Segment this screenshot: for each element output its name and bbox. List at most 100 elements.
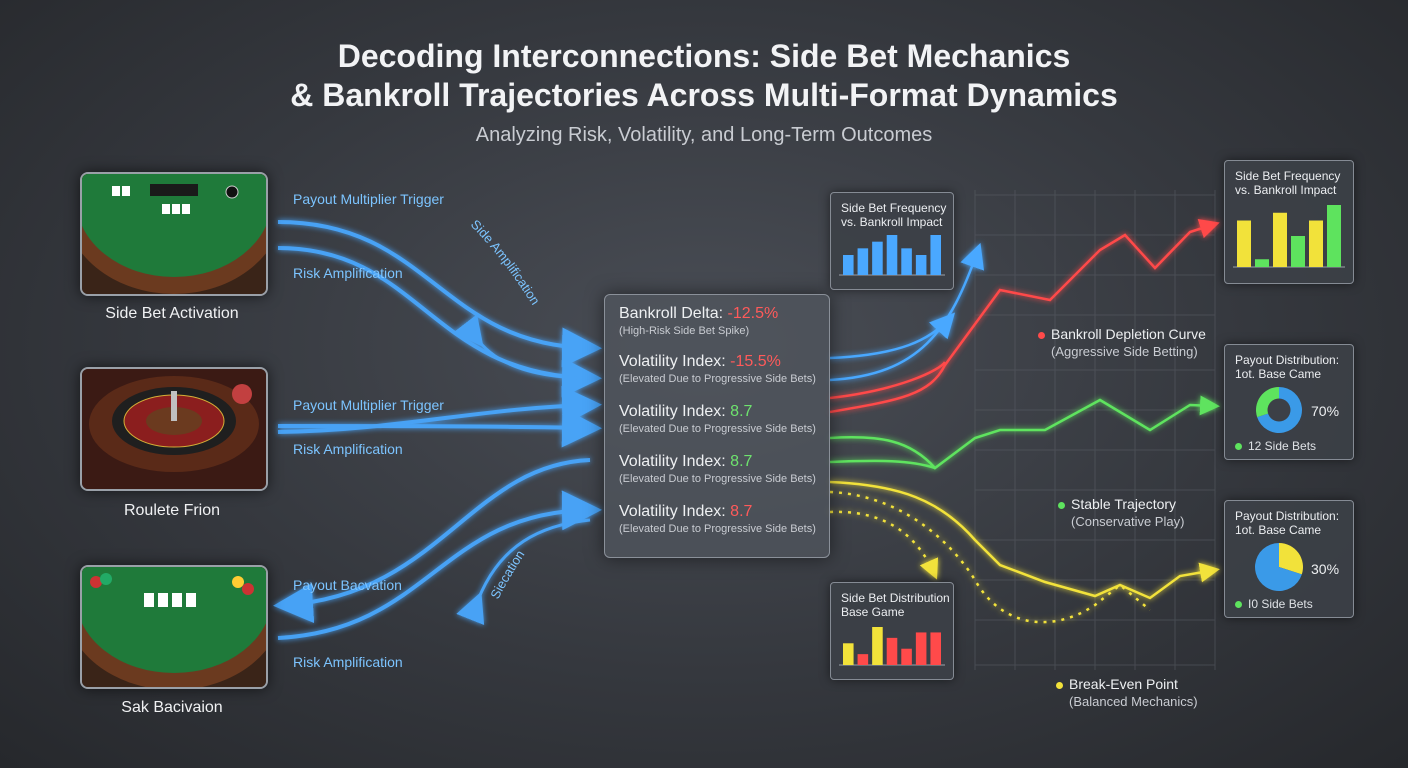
freq-card-left: Side Bet Frequency vs. Bankroll Impact	[830, 192, 954, 290]
metric-note: (Elevated Due to Progressive Side Bets)	[619, 423, 816, 435]
legend-dot	[1038, 331, 1045, 339]
flow-path	[277, 220, 602, 368]
bar	[915, 632, 927, 665]
output-flow-blue	[829, 312, 956, 360]
metric-label: Volatility Index:	[619, 353, 731, 370]
freq-bar-chart-left	[839, 235, 945, 276]
metric-value: -12.5%	[727, 305, 779, 322]
metrics-panel: Bankroll Delta: -12.5% (High-Risk Side B…	[604, 294, 830, 558]
page-subtitle: Analyzing Risk, Volatility, and Long-Ter…	[475, 124, 933, 146]
input-label-1: Side Bet Activation	[105, 305, 239, 322]
trajectory-grid	[974, 190, 1216, 670]
pie-slice	[1255, 543, 1302, 591]
flow-label: Risk Amplification	[293, 441, 403, 457]
blackjack-table-image	[80, 172, 268, 296]
metric-note: (Elevated Due to Progressive Side Bets)	[619, 523, 816, 535]
flow-label: Risk Amplification	[293, 265, 403, 281]
metric-value: -15.5%	[730, 353, 781, 370]
svg-text:Side Amplification: Side Amplification	[468, 217, 543, 308]
freq-card-left-title: Side Bet Frequency vs. Bankroll Impact	[841, 201, 947, 229]
payout-top-percent: 70%	[1311, 403, 1340, 419]
legend-dot	[1058, 501, 1065, 509]
payout-card-bottom-title: Payout Distribution: 1ot. Base Came	[1235, 509, 1340, 537]
output-flow-green	[829, 459, 936, 470]
metric-value: 8.7	[730, 453, 753, 470]
bar	[872, 241, 883, 275]
freq-card-right: Side Bet Frequency vs. Bankroll Impact	[1224, 160, 1354, 284]
metric-note: (Elevated Due to Progressive Side Bets)	[619, 473, 816, 485]
bar	[886, 235, 898, 275]
roulette-wheel-image	[80, 367, 268, 491]
payout-bottom-legend: I0 Side Bets	[1248, 597, 1313, 611]
freq-bar-chart-right	[1233, 205, 1345, 268]
page-title-line-2: & Bankroll Trajectories Across Multi-For…	[290, 77, 1118, 113]
bar	[843, 255, 854, 275]
trajectory-red-name: Bankroll Depletion Curve	[1051, 326, 1206, 342]
metric-item: Volatility Index: 8.7 (Elevated Due to P…	[619, 503, 829, 535]
metric-label: Volatility Index:	[619, 503, 731, 520]
bar	[872, 627, 883, 665]
bar	[930, 632, 941, 665]
metric-label: Volatility Index:	[619, 403, 731, 420]
flow-label: Payout Bacvation	[293, 577, 402, 593]
payout-pie-bottom	[1255, 543, 1303, 591]
curve-label-upper: Side Amplification	[468, 217, 543, 308]
payout-bottom-percent: 30%	[1311, 561, 1340, 577]
flow-path	[277, 490, 602, 640]
dist-card: Side Bet Distribution Base Game	[830, 582, 954, 680]
trajectory-label-green: Stable Trajectory (Conservative Play)	[1058, 496, 1184, 529]
payout-card-top: Payout Distribution: 1ot. Base Came 70% …	[1224, 344, 1354, 460]
dist-card-title: Side Bet Distribution Base Game	[841, 591, 950, 619]
flow-path	[456, 518, 591, 626]
input-label-2: Roulete Frion	[123, 502, 221, 519]
flow-path	[453, 314, 591, 380]
output-flow-red	[829, 361, 947, 400]
payout-card-top-title: Payout Distribution: 1ot. Base Came	[1235, 353, 1340, 381]
bar	[843, 643, 854, 665]
pie-slice	[1279, 543, 1303, 575]
flow-label: Payout Multiplier Trigger	[293, 397, 444, 413]
bar	[930, 235, 941, 275]
trajectory-green-name: Stable Trajectory	[1071, 496, 1177, 512]
payout-top-legend: 12 Side Bets	[1248, 439, 1317, 453]
trajectory-red-note: (Aggressive Side Betting)	[1051, 344, 1198, 359]
bar	[1327, 205, 1341, 267]
trajectory-green-note: (Conservative Play)	[1071, 514, 1185, 529]
legend-dot	[1235, 601, 1242, 609]
bar	[901, 648, 912, 665]
dist-bar-chart	[839, 627, 945, 666]
input-label-3: Sak Bacivaion	[121, 699, 223, 716]
bar	[886, 637, 898, 665]
page-title-line-1: Decoding Interconnections: Side Bet Mech…	[337, 38, 1071, 74]
metric-item: Volatility Index: 8.7 (Elevated Due to P…	[619, 453, 829, 485]
trajectory-label-yellow: Break-Even Point (Balanced Mechanics)	[1056, 676, 1198, 709]
metric-item: Volatility Index: 8.7 (Elevated Due to P…	[619, 403, 829, 435]
donut-hole	[1267, 398, 1291, 422]
trajectory-yellow-note: (Balanced Mechanics)	[1069, 694, 1198, 709]
metric-note: (Elevated Due to Progressive Side Bets)	[619, 373, 816, 385]
metric-item: Bankroll Delta: -12.5% (High-Risk Side B…	[619, 305, 829, 337]
metric-value: 8.7	[730, 403, 753, 420]
bar	[1309, 220, 1323, 267]
metric-note: (High-Risk Side Bet Spike)	[619, 325, 750, 337]
bar	[1273, 212, 1287, 267]
output-flow-yellow-dashed	[829, 510, 939, 580]
bar	[901, 248, 912, 275]
freq-card-right-title: Side Bet Frequency vs. Bankroll Impact	[1235, 169, 1341, 197]
metric-label: Volatility Index:	[619, 453, 731, 470]
bar	[1291, 236, 1305, 267]
metric-item: Volatility Index: -15.5% (Elevated Due t…	[619, 353, 829, 385]
output-flow-green	[829, 395, 1220, 470]
metric-value: 8.7	[730, 503, 753, 520]
baccarat-table-image	[80, 565, 268, 689]
bar	[1237, 220, 1251, 267]
flow-label: Payout Multiplier Trigger	[293, 191, 444, 207]
bar	[1255, 259, 1269, 267]
legend-dot	[1056, 681, 1063, 689]
bar	[857, 654, 869, 665]
payout-card-bottom: Payout Distribution: 1ot. Base Came 30% …	[1224, 500, 1354, 618]
trajectory-yellow-name: Break-Even Point	[1069, 676, 1178, 692]
payout-pie-top	[1256, 387, 1302, 433]
flow-label: Risk Amplification	[293, 654, 403, 670]
flow-path	[277, 407, 602, 448]
